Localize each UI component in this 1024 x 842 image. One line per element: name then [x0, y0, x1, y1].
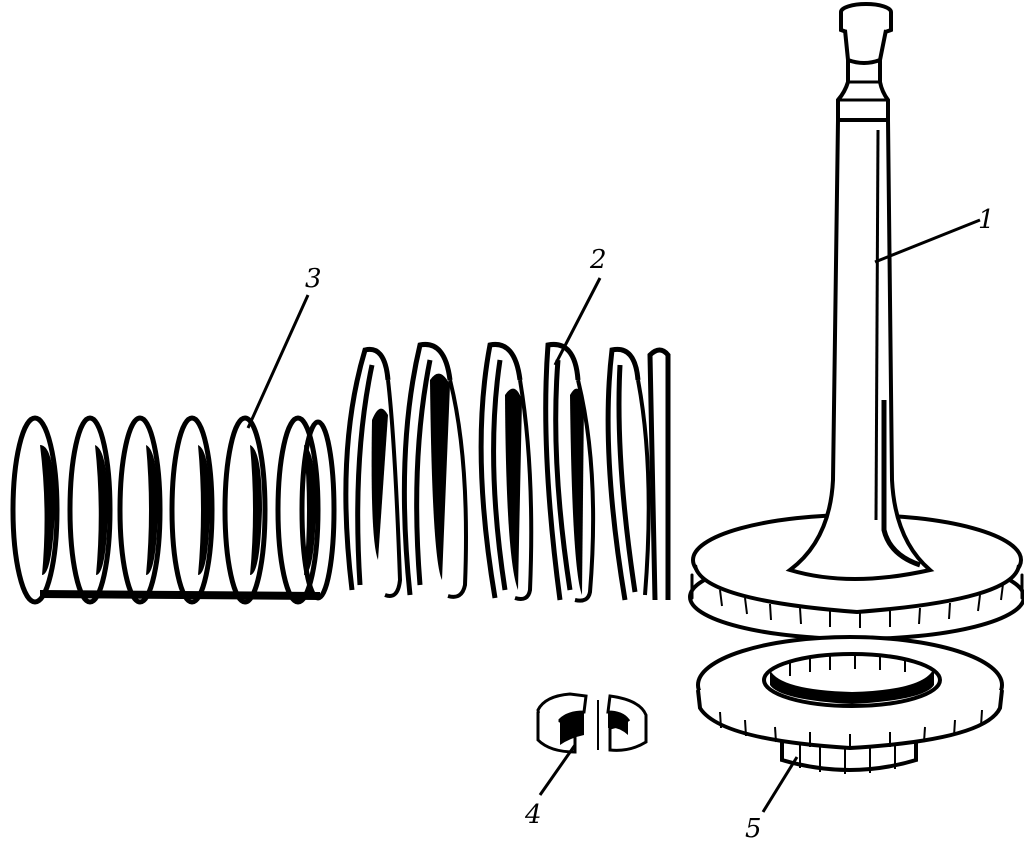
outer-spring — [343, 341, 671, 603]
callout-1: 1 — [978, 205, 995, 235]
callout-5: 5 — [745, 814, 762, 842]
split-collet — [536, 692, 648, 754]
leader-line-4 — [538, 744, 577, 796]
leader-line-1 — [874, 218, 981, 264]
callout-2: 2 — [589, 245, 607, 275]
callout-3: 3 — [305, 264, 322, 294]
spring-washer — [696, 635, 1004, 774]
valve — [688, 2, 1024, 641]
leader-line-5 — [761, 756, 799, 813]
leader-line-2 — [553, 277, 602, 366]
leader-line-3 — [246, 294, 310, 429]
inner-spring — [10, 415, 337, 605]
callout-4: 4 — [524, 800, 542, 830]
leader-lines — [246, 218, 981, 813]
